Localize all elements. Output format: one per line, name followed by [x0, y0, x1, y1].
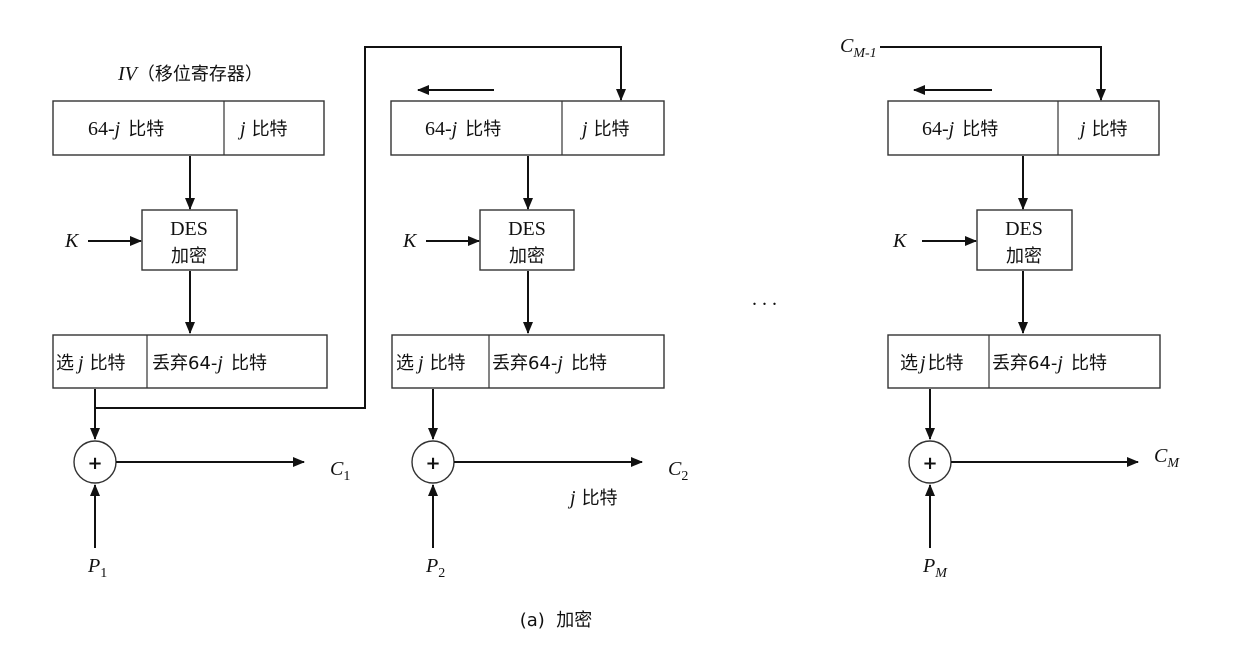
key-label: K	[892, 230, 908, 252]
figure-caption: (a) 加密	[520, 610, 593, 631]
feedback-line-cm1-to-register-m	[880, 46, 1106, 101]
xor-symbol: +	[922, 453, 937, 474]
iv-label: IV（移位寄存器）	[117, 63, 263, 85]
des-encrypt-box-1: DES 加密	[141, 209, 238, 271]
ciphertext-c1-label: C1	[330, 458, 350, 484]
des-encrypt-box-2: DES 加密	[479, 209, 575, 271]
xor-symbol: +	[87, 453, 102, 474]
xor-symbol: +	[425, 453, 440, 474]
feedback-cm1-label: CM-1	[840, 35, 877, 61]
encrypt-label: 加密	[509, 246, 545, 267]
des-encrypt-box-m: DES 加密	[976, 209, 1073, 271]
encrypt-label: 加密	[1006, 246, 1042, 267]
key-label: K	[64, 230, 80, 252]
key-label: K	[402, 230, 418, 252]
des-label: DES	[170, 218, 208, 240]
plaintext-p1-label: P1	[87, 555, 107, 581]
encrypt-label: 加密	[171, 246, 207, 267]
xor-node-1: +	[73, 440, 117, 484]
plaintext-pm-label: PM	[922, 555, 948, 581]
des-label: DES	[1005, 218, 1043, 240]
plaintext-p2-label: P2	[425, 555, 445, 581]
ellipsis: . . .	[752, 288, 777, 310]
xor-node-m: +	[908, 440, 952, 484]
feedback-line-c1-to-register-2	[95, 46, 626, 409]
ciphertext-cm-label: CM	[1154, 445, 1180, 471]
ciphertext-c2-label: C2	[668, 458, 688, 484]
xor-node-2: +	[411, 440, 455, 484]
des-label: DES	[508, 218, 546, 240]
